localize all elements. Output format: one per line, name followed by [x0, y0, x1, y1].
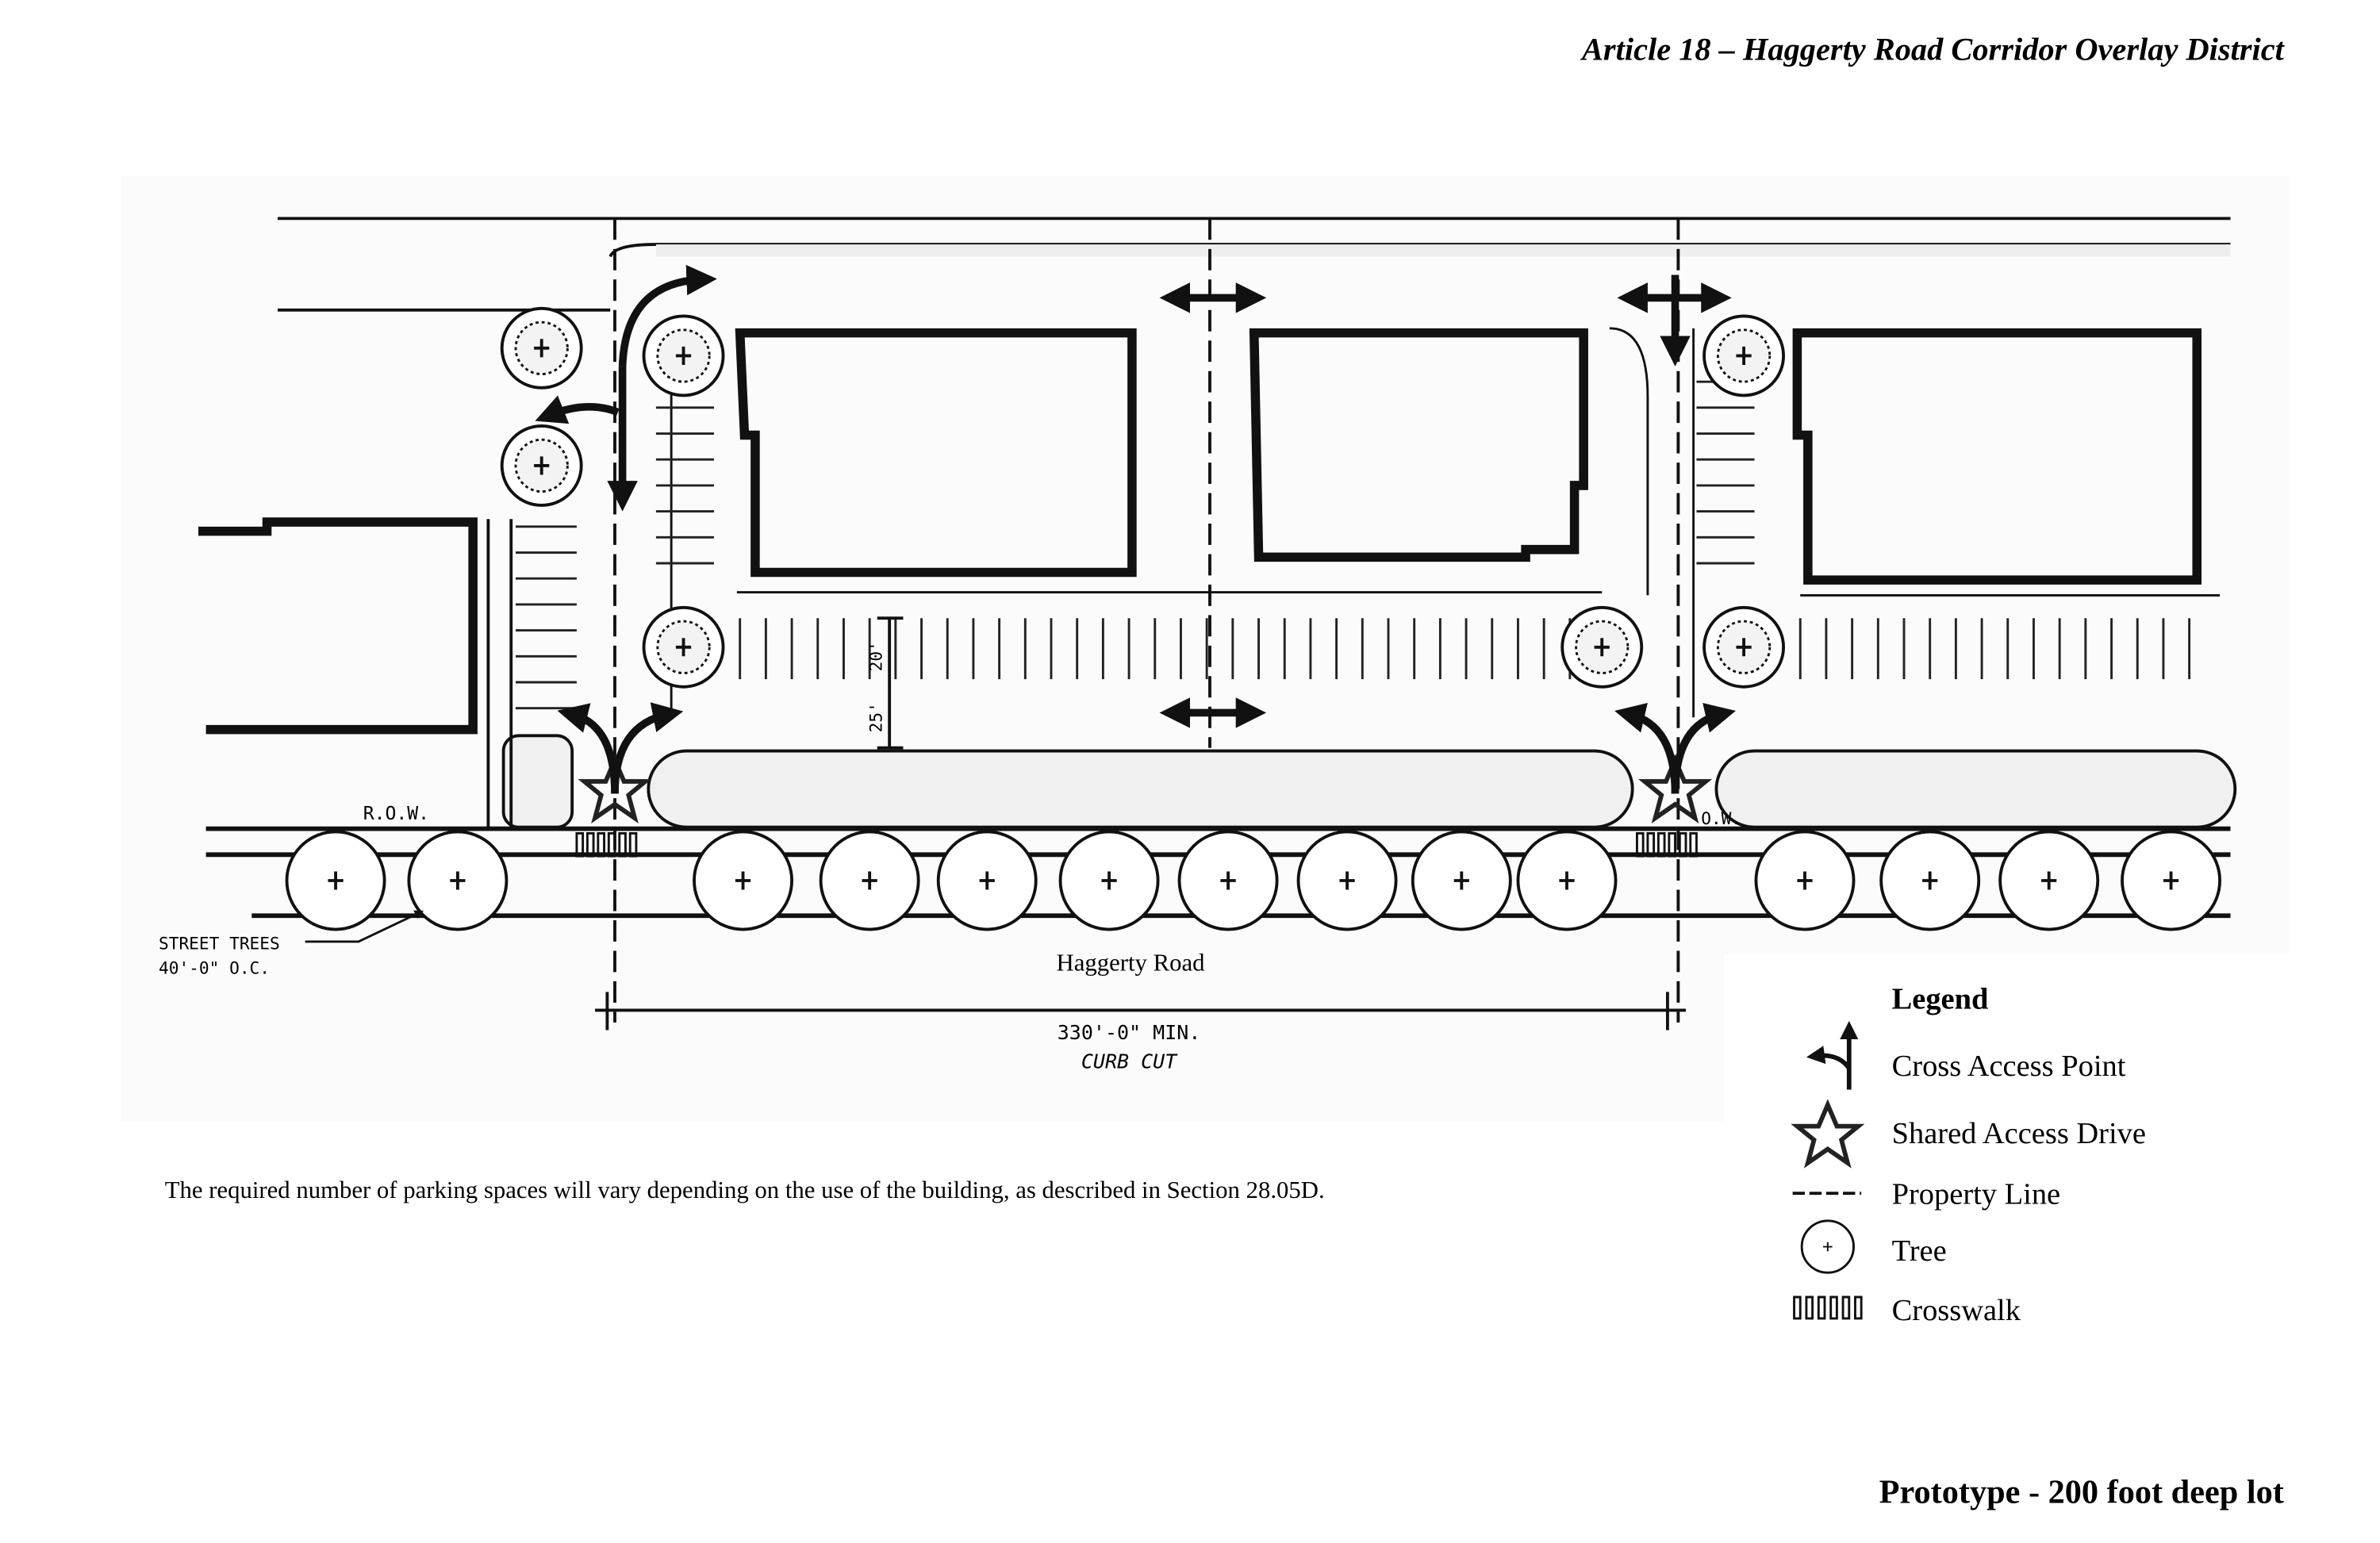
caption: The required number of parking spaces wi… — [165, 1176, 1325, 1203]
building — [1792, 328, 2202, 585]
street-tree-icon — [693, 830, 793, 931]
street-tree-icon — [2121, 830, 2221, 931]
street-tree-icon — [1411, 830, 1512, 931]
legend-label: Cross Access Point — [1892, 1050, 2126, 1083]
legend-title: Legend — [1892, 983, 1989, 1016]
street-tree-icon — [1177, 830, 1279, 931]
building — [735, 328, 1137, 578]
street-tree-icon — [1754, 830, 1856, 931]
street-tree-icon — [936, 830, 1038, 931]
street-trees-spacing: 40'-0" O.C. — [159, 958, 270, 977]
street-tree-icon — [1058, 830, 1160, 931]
legend-label: Property Line — [1892, 1178, 2061, 1211]
dim-parking-depth: 20' — [866, 641, 886, 671]
street-tree-icon — [1879, 830, 1981, 931]
building — [1249, 328, 1588, 562]
legend-label: Shared Access Drive — [1892, 1117, 2146, 1150]
footer-title: Prototype - 200 foot deep lot — [1879, 1474, 2284, 1511]
street-tree-icon — [1998, 830, 2100, 931]
row-label: R.O.W. — [363, 804, 429, 824]
dim-aisle-width: 25' — [866, 702, 886, 732]
crosswalk-icon — [1793, 1295, 1863, 1320]
row-label-right: O.W. — [1701, 808, 1741, 828]
street-tree-icon — [1296, 830, 1398, 931]
cross-access-arrow-icon — [1806, 1020, 1859, 1090]
road-label: Haggerty Road — [1056, 949, 1204, 976]
street-tree-icon — [407, 830, 509, 931]
street-trees-label: STREET TREES — [159, 934, 280, 954]
site-plan-drawing: 20' 25' R.O.W. O.W. STREET TREES 40'-0" … — [121, 175, 2289, 1122]
curb-cut-dimension: 330'-0" MIN. — [1058, 1021, 1201, 1044]
street-tree-icon — [819, 830, 920, 931]
building — [198, 517, 478, 735]
legend-label: Crosswalk — [1892, 1294, 2021, 1327]
street-tree-icon — [285, 830, 386, 931]
tree-circle-icon — [1800, 1219, 1855, 1274]
legend-label: Tree — [1892, 1234, 1947, 1268]
page-header: Article 18 – Haggerty Road Corridor Over… — [1580, 31, 2286, 67]
curb-cut-label: CURB CUT — [1081, 1050, 1178, 1073]
legend: Legend Cross Access Point Shared Access … — [1724, 954, 2289, 1336]
street-tree-icon — [1516, 830, 1618, 931]
